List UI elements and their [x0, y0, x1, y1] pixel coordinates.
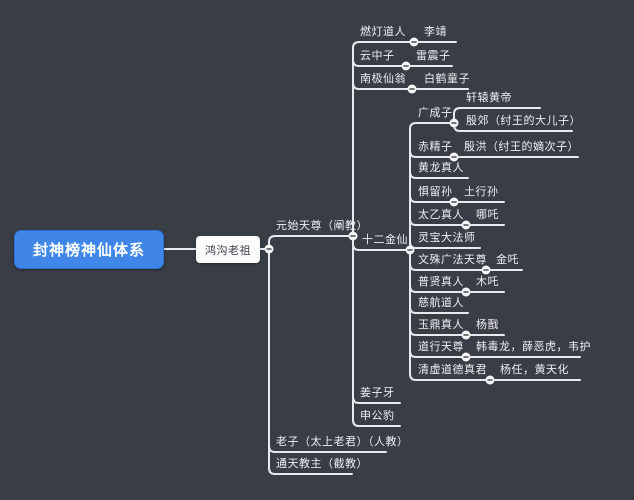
- edge-to-tongtian: [268, 248, 353, 475]
- toggle-randeng[interactable]: [409, 37, 419, 47]
- node-guangchengzi[interactable]: 广成子: [418, 106, 453, 119]
- edge-to-xuanyuan: [453, 107, 541, 121]
- edge-to-yunzhongzi: [352, 59, 402, 67]
- node-randeng-daoren[interactable]: 燃灯道人: [360, 25, 406, 38]
- node-yinhong[interactable]: 殷洪（纣王的嫡次子）: [464, 140, 579, 153]
- edge-to-juliusun: [409, 195, 451, 203]
- toggle-yuanshi[interactable]: [264, 244, 274, 254]
- node-handulong-group[interactable]: 韩毒龙，薛恶虎，韦护: [476, 340, 591, 353]
- node-huanglong-zhenren[interactable]: 黄龙真人: [418, 161, 464, 174]
- node-taiyi-zhenren[interactable]: 太乙真人: [418, 208, 464, 221]
- node-tongtian-jiaozhu[interactable]: 通天教主（截教）: [276, 457, 368, 470]
- node-yangjian[interactable]: 杨戬: [476, 318, 499, 331]
- toggle-juliusun[interactable]: [449, 197, 459, 207]
- node-shengongbao[interactable]: 申公豹: [360, 409, 395, 422]
- toggle-guangchengzi[interactable]: [449, 118, 459, 128]
- toggle-taiyi[interactable]: [461, 220, 471, 230]
- toggle-puxian[interactable]: [461, 287, 471, 297]
- node-wenshu-guangfa-tianzun[interactable]: 文殊广法天尊: [418, 253, 487, 266]
- node-cihang-daoren[interactable]: 慈航道人: [418, 296, 464, 309]
- edge-to-shengongbao: [352, 235, 401, 427]
- node-lingbao-dafashi[interactable]: 灵宝大法师: [418, 231, 476, 244]
- node-yunzhongzi[interactable]: 云中子: [360, 49, 395, 62]
- edge-to-qingxu: [409, 249, 487, 381]
- node-baihe-tongzi[interactable]: 白鹤童子: [424, 72, 470, 85]
- edge-to-chijingzi: [409, 150, 451, 158]
- root-node[interactable]: 封神榜神仙体系: [14, 230, 164, 269]
- node-shier-jinxian[interactable]: 十二金仙: [362, 233, 408, 246]
- toggle-yunzhongzi[interactable]: [401, 61, 411, 71]
- node-chijingzi[interactable]: 赤精子: [418, 140, 453, 153]
- node-hongjun-patriarch[interactable]: 鸿沟老祖: [196, 236, 260, 263]
- node-lijing[interactable]: 李靖: [424, 25, 447, 38]
- node-leizhenzi[interactable]: 雷震子: [416, 49, 451, 62]
- edge-to-guangchengzi: [409, 122, 451, 251]
- node-puxian-zhenren[interactable]: 普贤真人: [418, 275, 464, 288]
- edge-to-randeng: [352, 41, 411, 237]
- node-jiangziya[interactable]: 姜子牙: [360, 386, 395, 399]
- node-yangren-group[interactable]: 杨任，黄天化: [500, 363, 569, 376]
- toggle-shierjinxian[interactable]: [405, 245, 415, 255]
- toggle-yuding[interactable]: [461, 330, 471, 340]
- node-xuanyuan-huangdi[interactable]: 轩辕黄帝: [466, 91, 512, 104]
- toggle-daohang[interactable]: [461, 352, 471, 362]
- edge-to-taiyi: [409, 218, 463, 226]
- node-laozi[interactable]: 老子（太上老君）（人教）: [276, 435, 409, 448]
- node-nanji-xianweng[interactable]: 南极仙翁: [360, 72, 406, 85]
- toggle-wenshu[interactable]: [481, 265, 491, 275]
- node-juliusun[interactable]: 惧留孙: [418, 185, 453, 198]
- edge-to-yuanshi: [268, 235, 350, 250]
- node-muzha[interactable]: 木吒: [476, 275, 499, 288]
- toggle-qingxu[interactable]: [485, 375, 495, 385]
- toggle-nanji[interactable]: [407, 84, 417, 94]
- node-yuding-zhenren[interactable]: 玉鼎真人: [418, 318, 464, 331]
- node-qingxu-daode-zhenjun[interactable]: 清虚道德真君: [418, 363, 487, 376]
- node-tuxingsun[interactable]: 土行孙: [464, 185, 499, 198]
- node-nezha[interactable]: 哪吒: [476, 208, 499, 221]
- node-yinjiao[interactable]: 殷郊（纣王的大儿子）: [466, 114, 581, 127]
- edge-to-huanglong: [409, 171, 469, 179]
- node-jinzha[interactable]: 金吒: [496, 253, 519, 266]
- edge-to-laozi: [268, 445, 387, 453]
- node-yuanshi-tianzun[interactable]: 元始天尊（阐教）: [276, 219, 368, 232]
- toggle-chijingzi[interactable]: [449, 152, 459, 162]
- node-daohang-tianzun[interactable]: 道行天尊: [418, 340, 464, 353]
- toggle-chanjiao[interactable]: [348, 231, 358, 241]
- edge-to-nanji: [352, 82, 409, 90]
